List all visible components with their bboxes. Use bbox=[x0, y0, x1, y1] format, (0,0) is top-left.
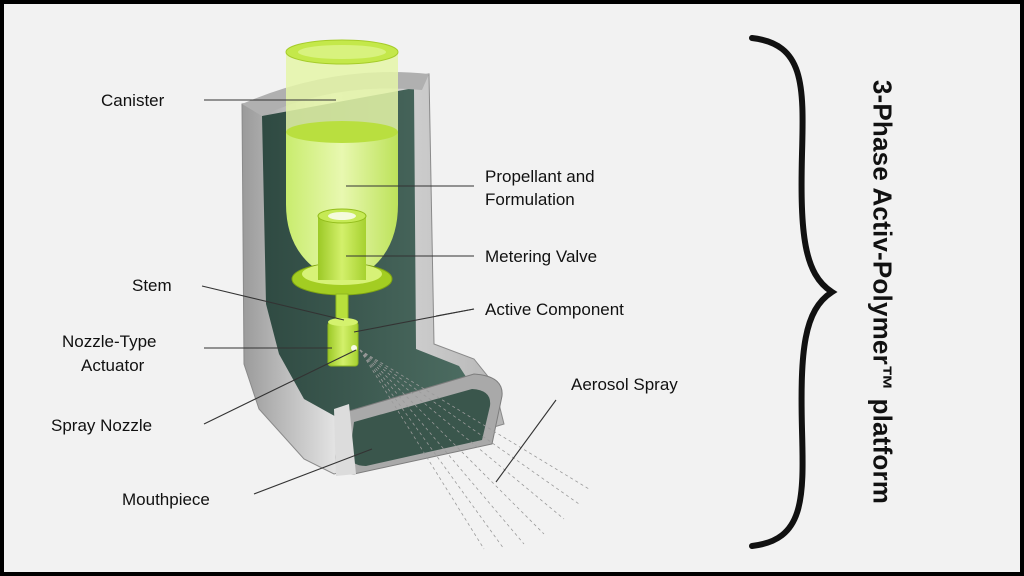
spray-nozzle bbox=[351, 345, 357, 351]
aerosol-spray bbox=[359, 349, 590, 550]
leader-lines bbox=[201, 99, 557, 495]
label-propellant-line2: Formulation bbox=[485, 190, 575, 209]
mouthpiece bbox=[334, 373, 503, 476]
platform-title: 3-Phase Activ-Polymer™ platform bbox=[867, 79, 898, 505]
label-stem: Stem bbox=[132, 276, 172, 295]
label-metering-valve: Metering Valve bbox=[485, 247, 597, 266]
label-mouthpiece: Mouthpiece bbox=[122, 490, 210, 509]
label-nozzle-actuator-line1: Nozzle-Type bbox=[62, 332, 156, 351]
nozzle-actuator bbox=[327, 318, 359, 367]
label-active-component: Active Component bbox=[485, 300, 624, 319]
label-canister: Canister bbox=[101, 91, 165, 110]
canister bbox=[285, 39, 399, 266]
label-propellant-line1: Propellant and bbox=[485, 167, 595, 186]
metering-valve bbox=[291, 208, 393, 296]
diagram-frame: Canister Propellant and Formulation Mete… bbox=[4, 4, 1020, 572]
curly-brace bbox=[749, 35, 838, 549]
label-nozzle-actuator-line2: Actuator bbox=[81, 356, 145, 375]
label-spray-nozzle: Spray Nozzle bbox=[51, 416, 152, 435]
label-aerosol-spray: Aerosol Spray bbox=[571, 375, 678, 394]
inhaler-diagram: Canister Propellant and Formulation Mete… bbox=[51, 35, 838, 550]
